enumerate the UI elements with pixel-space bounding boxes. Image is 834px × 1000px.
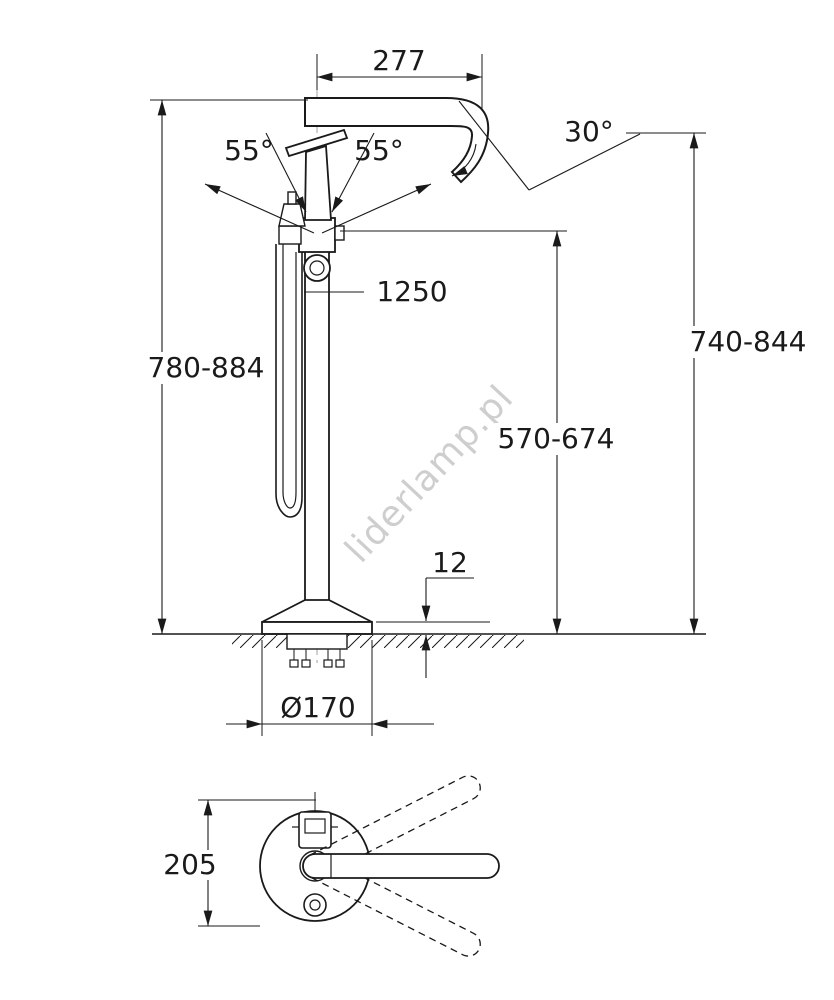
dim-height-right-label: 740-844 xyxy=(690,325,807,358)
dim-plate-height-label: 12 xyxy=(432,546,468,579)
hand-shower-grip xyxy=(287,191,297,205)
dim-height-right: 740-844 xyxy=(626,132,811,634)
label-background xyxy=(495,423,619,455)
dim-height-left: 780-884 xyxy=(146,99,308,634)
label-background xyxy=(154,850,226,880)
lever-handle-bar xyxy=(284,128,349,158)
dim-spout-height: 570-674 xyxy=(340,230,619,634)
watermark-text: liderlamp.pl xyxy=(337,377,521,570)
dim-plate-diameter: Ø170 xyxy=(226,640,434,736)
base-flange xyxy=(261,599,373,623)
dim-swing-right: 55° xyxy=(321,132,432,234)
dim-plate-diameter-label: Ø170 xyxy=(280,691,355,724)
dim-top-view-depth-label: 205 xyxy=(163,848,216,881)
dim-swing-left-label: 55° xyxy=(224,134,274,167)
diverter-tab xyxy=(334,225,345,241)
dim-hose-length-label: 1250 xyxy=(376,275,447,308)
label-background xyxy=(146,352,266,384)
base-plate xyxy=(261,621,373,635)
spout-section-inner xyxy=(304,818,326,834)
dim-hose-length: 1250 xyxy=(304,275,448,308)
main-view xyxy=(152,88,706,668)
dim-height-left-label: 780-884 xyxy=(148,351,265,384)
dim-spout-angle-label: 30° xyxy=(564,115,614,148)
riser-column xyxy=(304,249,330,603)
hand-shower-hose-outer xyxy=(275,244,303,518)
dim-spout-angle: 30° xyxy=(451,100,641,191)
label-background xyxy=(687,326,811,358)
dim-swing-right-label: 55° xyxy=(354,134,404,167)
hand-shower-socket-inner xyxy=(309,899,321,911)
floor-hatching xyxy=(232,635,524,648)
hand-shower-socket xyxy=(303,893,327,917)
lever-handle-stem xyxy=(304,144,332,221)
diverter-knob-inner xyxy=(309,260,325,276)
spout-section xyxy=(298,811,332,849)
hand-shower-hose-inner xyxy=(282,244,297,509)
top-view xyxy=(259,775,500,957)
lever-top-view xyxy=(302,853,500,879)
dim-top-view-depth: 205 xyxy=(154,799,316,927)
dim-spout-reach: 277 xyxy=(316,44,483,110)
dim-spout-reach-label: 277 xyxy=(372,44,425,77)
spout xyxy=(304,97,490,184)
dim-swing-left: 55° xyxy=(204,132,315,234)
mounting-bolts xyxy=(286,633,348,668)
hand-shower-holder xyxy=(278,225,302,245)
dim-spout-height-label: 570-674 xyxy=(498,422,615,455)
diverter-knob xyxy=(303,254,331,282)
dim-plate-height: 12 xyxy=(376,546,490,678)
